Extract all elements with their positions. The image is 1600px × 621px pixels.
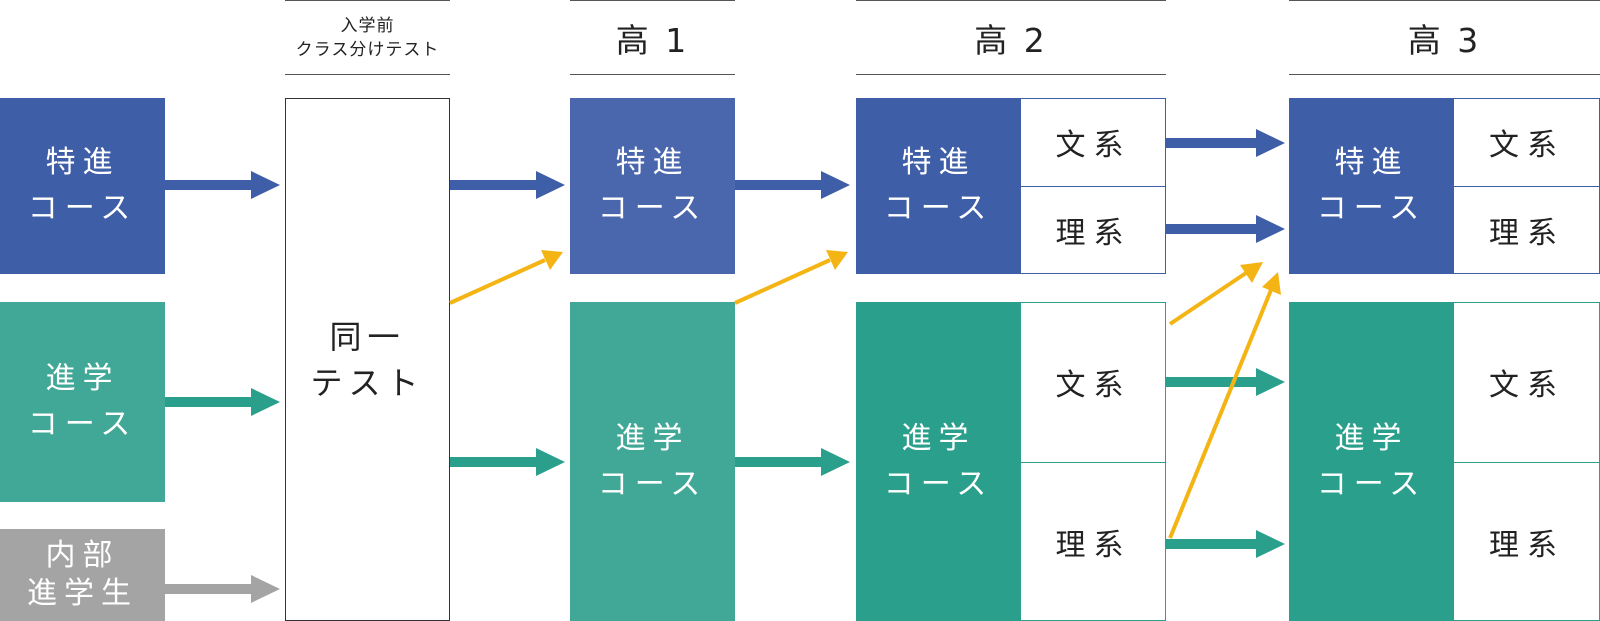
- crossover-arrow-test-to-grade1-tokushin: [449, 250, 563, 305]
- grade3-tokushin-line1: 特進: [1334, 145, 1409, 180]
- header-grade2: 高 2: [974, 21, 1048, 60]
- grade3-shingaku-line2: コース: [1316, 466, 1427, 502]
- grade3-shingaku-bunkei: 文系: [1454, 302, 1600, 462]
- entry-naibu-line2: 進学生: [27, 576, 138, 611]
- grade2-shingaku-bunkei: 文系: [1021, 302, 1166, 462]
- grade2-tokushin-line2: コース: [883, 191, 994, 226]
- grade2-shingaku-line1: 進学: [901, 420, 976, 456]
- arrow-grade1-shingaku-to-grade2-shingaku: [735, 448, 850, 476]
- arrow-test-to-grade1-shingaku: [450, 448, 565, 476]
- header-line-bottom-pre-test: [285, 74, 450, 75]
- grade1-shingaku-course: 進学 コース: [570, 302, 735, 621]
- grade2-tokushin-line1: 特進: [901, 145, 976, 180]
- grade3-tokushin-course: 特進 コース: [1289, 98, 1454, 274]
- same-test-line1: 同一: [329, 317, 406, 356]
- arrow-grade2-shingaku-rikei-to-grade3: [1166, 530, 1285, 558]
- entry-tokushin-line2: コース: [27, 191, 138, 226]
- header-line-top-grade2: [856, 0, 1166, 1]
- entry-shingaku-course: 進学 コース: [0, 302, 165, 502]
- crossover-arrow-grade1-to-grade2-tokushin: [734, 250, 848, 305]
- entry-naibu-shingakusei: 内部 進学生: [0, 529, 165, 621]
- grade3-tokushin-bunkei: 文系: [1454, 98, 1600, 186]
- same-test-line2: テスト: [310, 363, 425, 402]
- grade3-shingaku-course: 進学 コース: [1289, 302, 1454, 621]
- entry-naibu-line1: 内部: [45, 538, 120, 573]
- grade3-shingaku-line1: 進学: [1334, 420, 1409, 456]
- header-grade3: 高 3: [1407, 21, 1482, 60]
- entry-tokushin-line1: 特進: [45, 145, 120, 180]
- grade3-tokushin-line2: コース: [1316, 191, 1427, 226]
- arrow-grade2-shingaku-bunkei-to-grade3: [1166, 368, 1285, 396]
- grade1-shingaku-line2: コース: [597, 466, 708, 502]
- grade2-tokushin-bunkei: 文系: [1021, 98, 1166, 186]
- arrow-grade2-tokushin-bunkei-to-grade3: [1166, 129, 1285, 157]
- header-line-top-grade3: [1289, 0, 1600, 1]
- arrow-entry-shingaku-to-test: [165, 388, 280, 416]
- header-pre-test: 入学前 クラス分けテスト: [280, 6, 455, 70]
- header-line-bottom-grade1: [570, 74, 735, 75]
- grade1-tokushin-line1: 特進: [615, 145, 690, 180]
- header-line-bottom-grade3: [1289, 74, 1600, 75]
- grade2-shingaku-rikei: 理系: [1021, 462, 1166, 621]
- grade1-tokushin-course: 特進 コース: [570, 98, 735, 274]
- header-line-top-pre-test: [285, 0, 450, 1]
- grade2-tokushin-rikei: 理系: [1021, 186, 1166, 274]
- grade2-shingaku-line2: コース: [883, 466, 994, 502]
- crossover-arrow-grade2-bunkei-to-grade3-tokushin: [1168, 262, 1263, 326]
- entry-shingaku-line2: コース: [27, 407, 138, 442]
- header-pre-test-line1: 入学前: [340, 16, 395, 36]
- grade2-tokushin-course: 特進 コース: [856, 98, 1021, 274]
- grade3-tokushin-rikei: 理系: [1454, 186, 1600, 274]
- grade1-shingaku-line1: 進学: [615, 420, 690, 456]
- arrow-grade2-tokushin-rikei-to-grade3: [1166, 215, 1285, 243]
- arrow-entry-naibu-to-test: [165, 575, 280, 603]
- grade3-shingaku-rikei: 理系: [1454, 462, 1600, 621]
- crossover-arrow-grade2-rikei-to-grade3-tokushin: [1168, 272, 1281, 539]
- entry-shingaku-line1: 進学: [45, 361, 120, 396]
- entry-tokushin-course: 特進 コース: [0, 98, 165, 274]
- header-grade1: 高 1: [615, 21, 690, 60]
- arrow-test-to-grade1-tokushin: [450, 171, 565, 199]
- grade2-shingaku-course: 進学 コース: [856, 302, 1021, 621]
- header-pre-test-line2: クラス分けテスト: [295, 40, 440, 60]
- same-test-box: 同一 テスト: [285, 98, 450, 621]
- arrow-grade1-tokushin-to-grade2-tokushin: [735, 171, 850, 199]
- header-line-bottom-grade2: [856, 74, 1166, 75]
- grade1-tokushin-line2: コース: [597, 191, 708, 226]
- arrow-entry-tokushin-to-test: [165, 171, 280, 199]
- header-line-top-grade1: [570, 0, 735, 1]
